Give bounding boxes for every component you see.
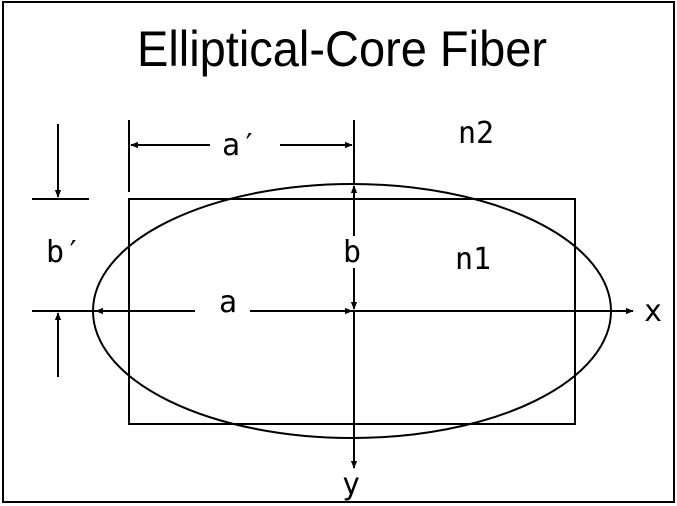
x-axis-label: x [644, 294, 662, 329]
y-axis-label: y [342, 467, 360, 502]
n1-label: n1 [455, 242, 491, 277]
b-prime-label: b′ [46, 235, 82, 270]
b-label: b [343, 235, 361, 270]
a-label: a [219, 285, 237, 320]
diagram-title: Elliptical-Core Fiber [137, 21, 547, 77]
n2-label: n2 [458, 116, 494, 151]
a-prime-label: a′ [222, 128, 258, 163]
